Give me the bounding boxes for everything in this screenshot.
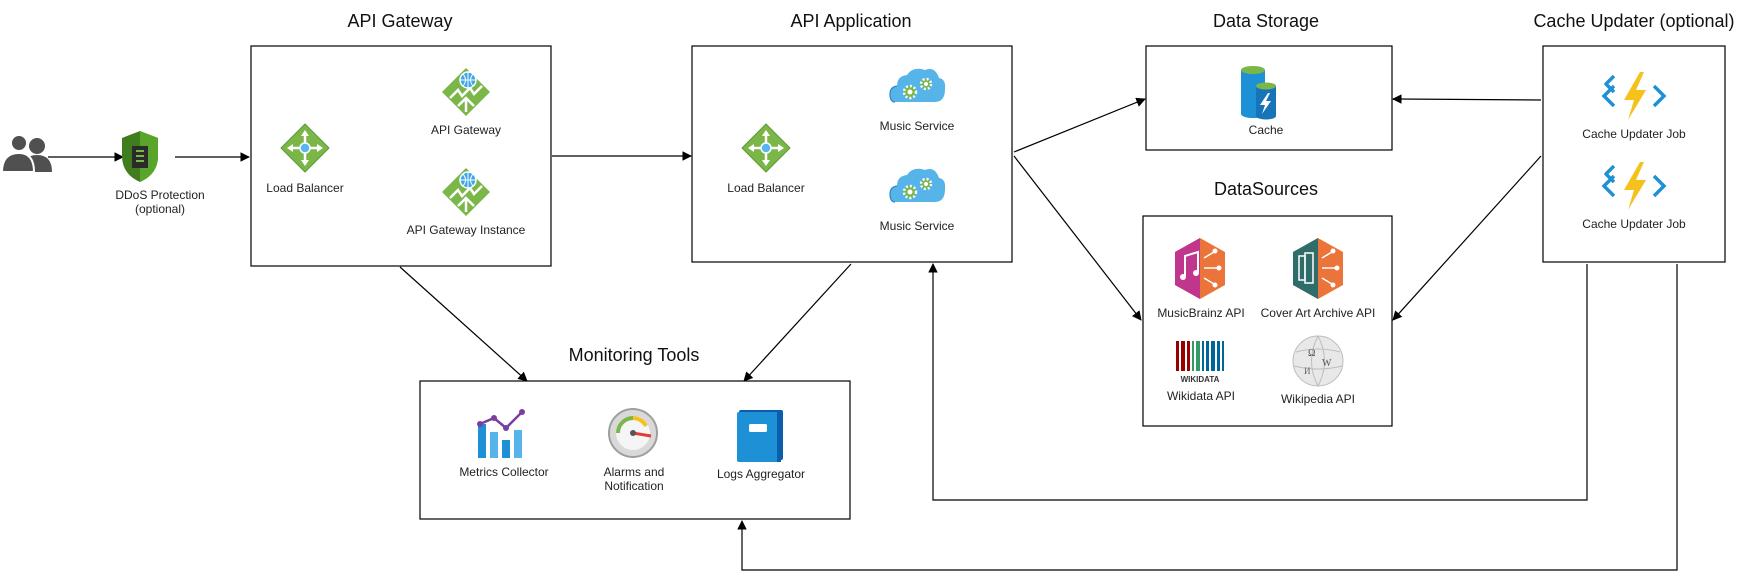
group-cache-updater <box>1542 45 1726 263</box>
group-api-application <box>691 45 1013 263</box>
cache-updater-job-1-label: Cache Updater Job <box>1582 127 1686 141</box>
edge-app-storage <box>1013 97 1146 153</box>
wikipedia-api-label: Wikipedia API <box>1281 392 1355 406</box>
musicbrainz-api-label: MusicBrainz API <box>1157 306 1244 320</box>
group-title-data-storage: Data Storage <box>1213 11 1319 31</box>
edge-updater-storage <box>1392 94 1542 104</box>
cover-art-archive-icon <box>1293 238 1343 299</box>
musicbrainz-icon <box>1175 238 1225 299</box>
app-load-balancer-label: Load Balancer <box>727 181 804 195</box>
shield-icon <box>122 131 158 182</box>
alarms-label-line1: Alarms and <box>604 465 665 479</box>
edge-application-monitoring <box>743 263 852 382</box>
edge-updater-monitoring <box>737 264 1678 571</box>
wikipedia-globe-icon: Ω W И <box>1292 335 1344 387</box>
svg-text:И: И <box>1304 366 1311 376</box>
alarms-label-line2: Notification <box>604 479 663 493</box>
cache-database-icon <box>1241 66 1276 120</box>
group-title-monitoring: Monitoring Tools <box>569 345 700 365</box>
gw-load-balancer-label: Load Balancer <box>266 181 343 195</box>
group-title-api-gateway: API Gateway <box>347 11 452 31</box>
group-title-api-application: API Application <box>790 11 911 31</box>
cache-updater-job-2-label: Cache Updater Job <box>1582 217 1686 231</box>
wikidata-api-label: Wikidata API <box>1167 389 1235 403</box>
music-service-1-label: Music Service <box>880 119 955 133</box>
users-icon <box>0 134 52 173</box>
wikidata-icon: WIKIDATA <box>1176 341 1224 384</box>
logs-aggregator-label: Logs Aggregator <box>717 467 805 481</box>
edge-gateway-monitoring <box>399 266 528 382</box>
gauge-icon <box>608 408 658 458</box>
music-service-2-label: Music Service <box>880 219 955 233</box>
metrics-collector-label: Metrics Collector <box>459 465 548 479</box>
svg-text:W: W <box>1322 358 1332 369</box>
ddos-label-line2: (optional) <box>135 202 185 216</box>
wikidata-logo-text: WIKIDATA <box>1181 375 1220 384</box>
api-gateway-instance-label: API Gateway Instance <box>407 223 526 237</box>
group-title-cache-updater: Cache Updater (optional) <box>1533 11 1734 31</box>
edge-updater-datasources <box>1392 155 1542 321</box>
cover-art-api-label: Cover Art Archive API <box>1261 306 1376 320</box>
cache-label: Cache <box>1249 123 1284 137</box>
api-gateway-label: API Gateway <box>431 123 501 137</box>
book-icon <box>737 410 783 462</box>
group-title-datasources: DataSources <box>1214 179 1318 199</box>
edge-updater-application <box>928 263 1588 501</box>
svg-text:Ω: Ω <box>1308 348 1315 359</box>
metrics-chart-icon <box>477 409 525 458</box>
edge-app-datasources <box>1013 155 1142 321</box>
ddos-label-line1: DDoS Protection <box>115 188 204 202</box>
